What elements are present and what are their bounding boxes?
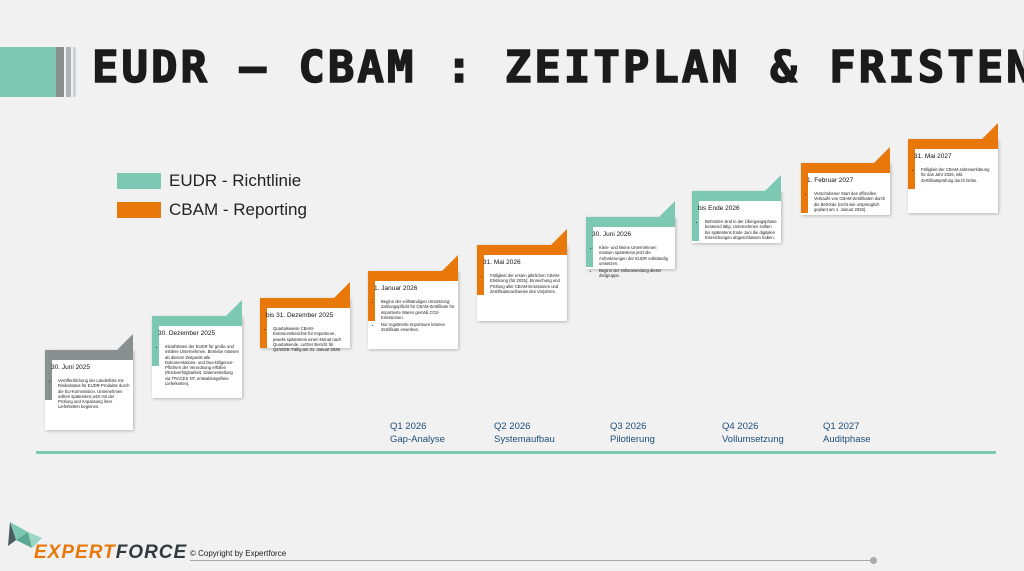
- milestone-date: 30. Dezember 2025: [158, 330, 216, 337]
- milestone-details: Veröffentlichung der Länderliste mit Ris…: [48, 378, 130, 412]
- milestone-step-arrow: [874, 147, 890, 163]
- milestone-step-arrow: [117, 334, 133, 350]
- expertforce-logo-text: EXPERTFORCE: [34, 542, 187, 564]
- copyright-text: © Copyright by Expertforce: [190, 549, 287, 558]
- milestone-date: 31. Mai 2027: [914, 153, 952, 160]
- milestone-side-bar: [45, 360, 52, 400]
- legend-swatch-cbam: [117, 202, 161, 218]
- quarter-phase: Vollumsetzung: [722, 434, 784, 445]
- milestone-details: Verschobener Start des offiziellen Verka…: [804, 191, 887, 214]
- milestone-date: 1. Januar 2026: [374, 285, 418, 292]
- footer-divider: [190, 560, 874, 561]
- milestone-step-arrow: [551, 229, 567, 245]
- milestone-detail-item: Beginn der Vollanwendung dieser Zielgrup…: [599, 268, 672, 279]
- milestone-top-bar: [692, 191, 781, 201]
- milestone-top-bar: [801, 163, 890, 173]
- milestone-detail-item: Beginn der vollständigen Umsetzung: Zahl…: [381, 299, 455, 320]
- milestone-card: 1. Januar 2026Beginn der vollständigen U…: [368, 271, 458, 349]
- milestone-card: 30. Juni 2026Klein- und kleine Unternehm…: [586, 217, 675, 278]
- milestone-detail-item: Behörden sind in der Übergangsphase bera…: [705, 219, 778, 240]
- milestone-top-bar: [586, 217, 675, 227]
- milestone-step-arrow: [442, 255, 458, 271]
- legend-label: CBAM - Reporting: [169, 200, 307, 219]
- milestone-detail-item: Fälligkeit der CBAM-Jahreserklärung für …: [921, 167, 995, 183]
- milestone-top-bar: [260, 298, 350, 308]
- footer-divider-dot: [870, 557, 877, 564]
- quarter-phase: Pilotierung: [610, 434, 655, 445]
- milestone-side-bar: [692, 201, 699, 241]
- milestone-step-arrow: [226, 300, 242, 316]
- logo-word-expert: EXPERT: [34, 542, 116, 563]
- milestone-card: bis Ende 2026Behörden sind in der Überga…: [692, 191, 781, 243]
- milestone-card: 30. Juni 2025Veröffentlichung der Länder…: [45, 350, 133, 430]
- milestone-top-bar: [368, 271, 458, 281]
- milestone-detail-item: Nur registrierte Importeure können Zerti…: [381, 322, 455, 333]
- milestone-details: Fälligkeit der ersten jährlichen CBAM-Er…: [480, 273, 564, 296]
- milestone-card: bis 31. Dezember 2025Quartalsweise CBAM-…: [260, 298, 350, 352]
- milestone-detail-item: Veröffentlichung der Länderliste mit Ris…: [58, 378, 130, 410]
- quarter-phase: Auditphase: [823, 434, 871, 445]
- legend-label: EUDR - Richtlinie: [169, 171, 302, 190]
- milestone-details: Inkrafttreten der EUDR für große und mit…: [155, 344, 239, 388]
- milestone-detail-item: Fälligkeit der ersten jährlichen CBAM-Er…: [490, 273, 564, 294]
- milestone-date: bis 31. Dezember 2025: [266, 312, 334, 319]
- milestone-detail-item: Quartalsweise CBAM-Emissionsberichte für…: [273, 326, 347, 352]
- quarter-period: Q1 2026: [390, 421, 427, 432]
- milestone-date: 31. Mai 2026: [483, 259, 521, 266]
- expertforce-logo-icon: [8, 522, 42, 548]
- title-accent-stripe: [73, 47, 76, 97]
- milestone-detail-item: Inkrafttreten der EUDR für große und mit…: [165, 344, 239, 386]
- quarter-period: Q4 2026: [722, 421, 759, 432]
- title-accent-stripe: [56, 47, 64, 97]
- milestone-step-arrow: [982, 123, 998, 139]
- milestone-step-arrow: [659, 201, 675, 217]
- milestone-side-bar: [586, 227, 593, 267]
- milestone-top-bar: [45, 350, 133, 360]
- title-accent-bar: [0, 47, 56, 97]
- milestone-details: Quartalsweise CBAM-Emissionsberichte für…: [263, 326, 347, 354]
- quarter-phase: Systemaufbau: [494, 434, 555, 445]
- quarter-period: Q3 2026: [610, 421, 647, 432]
- legend-swatch-eudr: [117, 173, 161, 189]
- quarter-period: Q2 2026: [494, 421, 531, 432]
- milestone-date: bis Ende 2026: [698, 205, 740, 212]
- milestone-date: 30. Juni 2026: [592, 231, 632, 238]
- milestone-side-bar: [152, 326, 159, 366]
- milestone-detail-item: Klein- und kleine Unternehmen müssen spä…: [599, 245, 672, 266]
- milestone-details: Fälligkeit der CBAM-Jahreserklärung für …: [911, 167, 995, 185]
- milestone-details: Behörden sind in der Übergangsphase bera…: [695, 219, 778, 242]
- milestone-top-bar: [152, 316, 242, 326]
- milestone-card: 31. Mai 2026Fälligkeit der ersten jährli…: [477, 245, 567, 321]
- milestone-side-bar: [477, 255, 484, 295]
- milestone-side-bar: [368, 281, 375, 321]
- milestone-date: 30. Juni 2025: [51, 364, 91, 371]
- milestone-side-bar: [908, 149, 915, 189]
- milestone-detail-item: Verschobener Start des offiziellen Verka…: [814, 191, 887, 212]
- timeline-axis: [36, 451, 996, 454]
- title-accent-stripe: [66, 47, 71, 97]
- milestone-details: Beginn der vollständigen Umsetzung: Zahl…: [371, 299, 455, 335]
- logo-word-force: FORCE: [115, 542, 188, 563]
- milestone-top-bar: [908, 139, 998, 149]
- milestone-details: Klein- und kleine Unternehmen müssen spä…: [589, 245, 672, 281]
- page-title: EUDR – CBAM : ZEITPLAN & FRISTEN: [91, 41, 1024, 94]
- legend-item-cbam: CBAM - Reporting: [117, 200, 307, 220]
- milestone-card: 30. Dezember 2025Inkrafttreten der EUDR …: [152, 316, 242, 398]
- milestone-date: 1. Februar 2027: [807, 177, 854, 184]
- milestone-step-arrow: [765, 175, 781, 191]
- quarter-phase: Gap-Analyse: [390, 434, 445, 445]
- milestone-side-bar: [260, 308, 267, 348]
- milestone-card: 31. Mai 2027Fälligkeit der CBAM-Jahreser…: [908, 139, 998, 213]
- milestone-card: 1. Februar 2027Verschobener Start des of…: [801, 163, 890, 215]
- legend-item-eudr: EUDR - Richtlinie: [117, 171, 301, 191]
- milestone-step-arrow: [334, 282, 350, 298]
- milestone-top-bar: [477, 245, 567, 255]
- quarter-period: Q1 2027: [823, 421, 860, 432]
- milestone-side-bar: [801, 173, 808, 213]
